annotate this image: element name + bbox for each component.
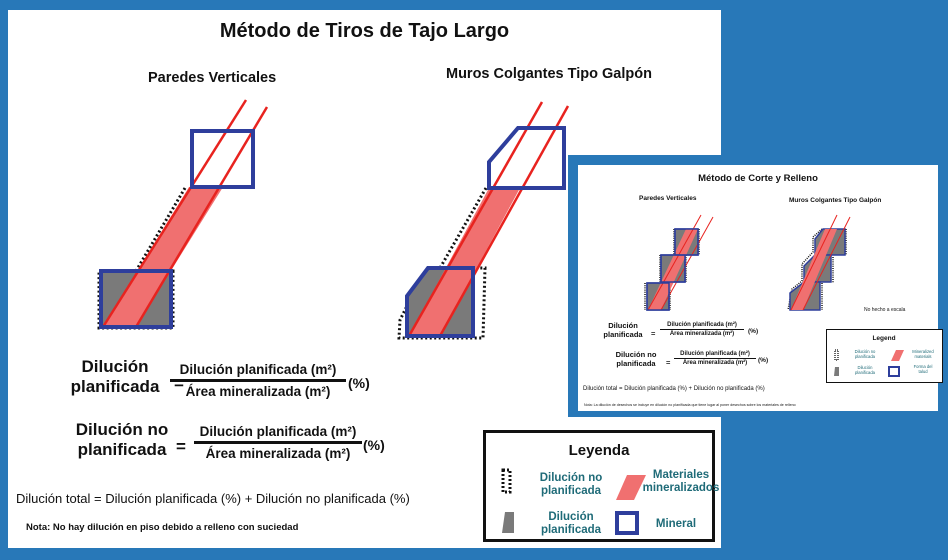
equals-sign: = [174,374,184,393]
note: Nota: No hay dilución en piso debido a r… [26,522,299,533]
equals-sign: = [651,329,656,338]
legend-icons [501,468,646,535]
inset-hanging-walls-diagram [787,214,851,311]
gray-trapezoid-icon [502,512,514,533]
hanging-walls-diagram [397,101,570,340]
percent-unit: (%) [363,437,385,453]
inset-planned-fraction: Dilución planificada (m²) Área mineraliz… [660,322,744,337]
equals-sign: = [666,358,671,367]
inset-left-label: Paredes Verticales [639,195,697,202]
inset-unplanned-fraction: Dilución planificada (m²) Área mineraliz… [674,351,756,366]
inset-scale-note: No hecho a escala [864,307,906,313]
inset-cut-and-fill-panel: Método de Corte y Relleno Paredes Vertic… [578,165,943,411]
lhs-line2: planificada [70,376,160,396]
legend-title: Leyenda [568,442,630,459]
numerator: Dilución planificada (m²) [170,362,346,382]
unplanned-dilution-label: Dilución no planificada [70,420,174,459]
lhs-line1: Dilución no [75,420,169,439]
inset-vertical-walls-diagram [644,214,714,311]
dotted-outline-icon [501,468,512,494]
inset-title: Método de Corte y Relleno [698,173,818,184]
inset-total-formula: Dilución total = Dilución planificada (%… [583,386,765,392]
equals-sign: = [176,437,186,456]
blue-square-icon [615,511,639,535]
inset-legend-title: Legend [872,335,896,342]
planned-dilution-fraction: Dilución planificada (m²) Área mineraliz… [170,362,346,399]
denominator: Área mineralizada (m²) [205,446,351,461]
planned-dilution-label: Dilución planificada [60,357,170,396]
total-dilution-formula: Dilución total = Dilución planificada (%… [16,491,410,506]
numerator: Dilución planificada (m²) [194,424,362,444]
denominator: Área mineralizada (m²) [185,384,331,399]
lhs-line1: Dilución [81,357,149,376]
red-parallelogram-icon [616,475,646,500]
inset-legend-icons [834,349,904,377]
unplanned-dilution-fraction: Dilución planificada (m²) Área mineraliz… [194,424,362,461]
main-title: Método de Tiros de Tajo Largo [219,20,510,42]
inset-note: Nota: La dilución de desechos se incluye… [584,403,796,407]
left-diagram-label: Paredes Verticales [148,70,277,86]
vertical-walls-diagram [97,99,269,330]
legend-mineral-label: Mineral [655,518,697,530]
percent-unit: (%) [758,357,769,364]
percent-unit: (%) [748,328,759,335]
inset-right-label: Muros Colgantes Tipo Galpón [789,197,882,204]
percent-unit: (%) [348,375,370,391]
right-diagram-label: Muros Colgantes Tipo Galpón [446,66,652,82]
lhs-line2: planificada [77,439,167,459]
